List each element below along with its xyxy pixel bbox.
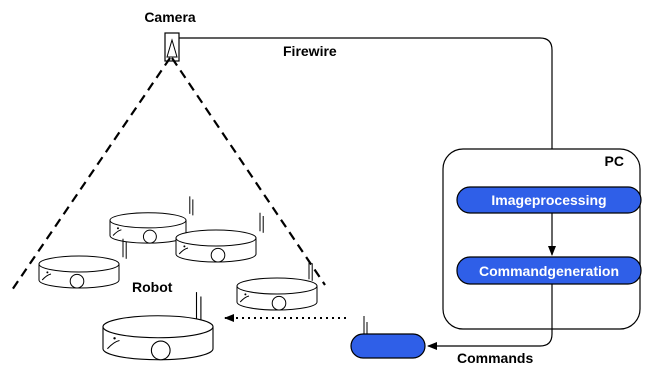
commands-label: Commands [457, 350, 533, 366]
transmitter-icon [350, 316, 426, 359]
camera-icon [164, 32, 180, 62]
robot-label: Robot [132, 279, 173, 295]
camera-label: Camera [144, 9, 196, 25]
firewire-label: Firewire [283, 43, 337, 59]
pc-label: PC [605, 153, 624, 169]
robot-icon [175, 212, 264, 263]
firewire-connection [179, 37, 556, 171]
image-processing-block [456, 186, 642, 214]
field-of-view-left [11, 57, 171, 291]
pc-box [442, 148, 641, 330]
command-generation-block [456, 256, 642, 285]
robot-icon [236, 259, 318, 311]
robot-icon [38, 238, 127, 289]
image-processing-label: Imageprocessing [491, 192, 606, 208]
robot-icon [102, 292, 214, 361]
robot-icon [109, 196, 194, 244]
command-generation-label: Commandgeneration [479, 263, 619, 279]
commands-connection [427, 284, 553, 350]
field-of-view-right [171, 57, 326, 286]
